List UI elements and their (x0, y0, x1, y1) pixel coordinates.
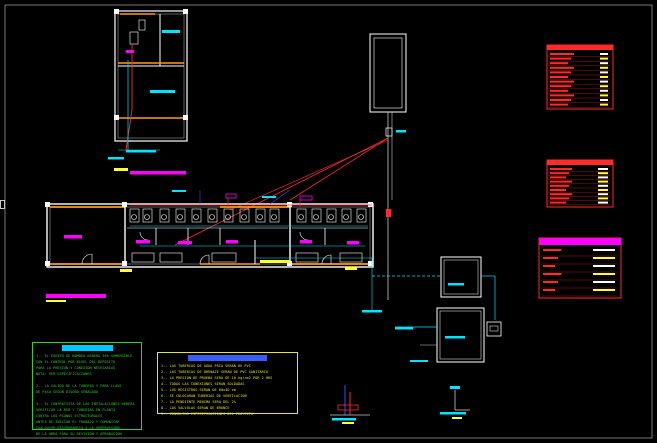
tank-details (362, 256, 502, 363)
table-row-symbol (598, 201, 608, 204)
table-row-label (550, 76, 568, 78)
table-row-symbol (600, 76, 608, 78)
table-row-label (550, 62, 568, 65)
note-line: 9.- CONSULTAR ESPECIFICACIONES DEL PROYE… (161, 412, 254, 416)
table-row-label (550, 168, 572, 170)
table-row-label (550, 89, 568, 92)
note-line: 2.- LAS TUBERIAS DE DRENAJE SERAN DE PVC… (161, 370, 269, 374)
table-row-symbol (598, 197, 608, 200)
table-row-label (550, 103, 568, 106)
table-row-symbol (598, 172, 608, 175)
note-line: VERIFICAR LA RED Y TUBERIAS EN PLANTA (36, 408, 116, 412)
table-row-symbol (598, 180, 608, 183)
table-row-symbol (600, 66, 608, 69)
upper-floor-plan (108, 9, 188, 175)
table-row-label (550, 71, 571, 74)
table-row-symbol (593, 265, 615, 267)
general-notes-box: 1.- EL EQUIPO DE BOMBEO DEBERA SER SUMER… (32, 342, 142, 436)
table-row-symbol (598, 189, 608, 191)
notes-title-bar (61, 345, 113, 351)
note-line: 6.- SE COLOCARAN TUBERIAS DE VENTILACION (161, 394, 247, 398)
toilet-fixture (129, 208, 367, 223)
table-row-symbol (598, 184, 608, 187)
table-row-label (550, 57, 571, 60)
note-line: 5.- LOS REGISTROS SERAN DE 60x40 cm (161, 388, 236, 392)
table-row-label (550, 176, 566, 179)
table-row-symbol (600, 85, 608, 88)
table-row-label (550, 197, 569, 200)
table-row-label (550, 85, 571, 88)
table-row-label (543, 273, 561, 275)
notes-list: 1.- EL EQUIPO DE BOMBEO DEBERA SER SUMER… (36, 353, 138, 437)
door-swing (81, 231, 332, 265)
table-row-symbol (600, 94, 608, 97)
table-row-label (550, 94, 574, 97)
note-line: 4.- TODAS LAS CONEXIONES SERAN SOLDADAS (161, 382, 245, 386)
table-row-label (543, 257, 558, 259)
specs-list: 1.- LAS TUBERIAS DE AGUA FRIA SERAN DE P… (161, 363, 294, 417)
sheet-edge-marker (0, 200, 5, 209)
table-row-symbol (593, 281, 615, 283)
table-row-label (550, 201, 566, 204)
table-row-symbol (600, 62, 608, 65)
table-row-label (550, 66, 574, 69)
note-line: 3.- LA PRESION DE PRUEBA SERA DE 10 kg/c… (161, 376, 273, 380)
table-row-label (550, 172, 569, 175)
note-line: NOTA: VER ESPECIFICACIONES (36, 372, 92, 376)
drawing-border (4, 4, 653, 439)
note-line: 1.- LAS TUBERIAS DE AGUA FRIA SERAN DE P… (161, 364, 251, 368)
note-line: CONTRA LOS PLANOS ESTRUCTURALES (36, 414, 103, 418)
table-row-symbol (593, 289, 615, 291)
table-row-label (550, 53, 574, 55)
note-line: 3.- EL CONTRATISTA DE LAS INSTALACIONES … (36, 402, 135, 406)
legend-table-1 (546, 44, 614, 110)
table-row-label (550, 189, 566, 191)
main-floor-plan (45, 189, 391, 310)
table-row-label (543, 281, 558, 283)
table-row-symbol (600, 99, 608, 101)
table-row-symbol (600, 57, 608, 60)
table-row-symbol (600, 103, 608, 106)
table-row-label (543, 249, 561, 251)
specifications-box: 1.- LAS TUBERIAS DE AGUA FRIA SERAN DE P… (157, 352, 298, 417)
legend-table-3 (538, 237, 622, 299)
note-line: 7.- LA PENDIENTE MINIMA SERA DEL 2% (161, 400, 236, 404)
elevation-detail (174, 33, 407, 300)
note-line: PARA LA PRESION Y CONEXION NECESARIAS (36, 366, 116, 370)
table-row-label (543, 289, 555, 291)
table-row-label (550, 184, 569, 187)
table-row-symbol (600, 71, 608, 74)
note-line: CON EL CONTROL POR NIVEL DEL DEPOSITO (36, 360, 116, 364)
table-row-label (550, 99, 571, 101)
note-line: CUALQUIER DISCREPANCIA A LA SUPERVISION (36, 426, 120, 430)
note-line: 1.- EL EQUIPO DE BOMBEO DEBERA SER SUMER… (36, 354, 133, 358)
specs-title-bar (187, 355, 268, 361)
note-line: DE PASO SEGUN DISEÑO SEÑALADO (36, 390, 99, 394)
table-row-symbol (598, 176, 608, 179)
table-row-symbol (593, 273, 615, 275)
table-row-symbol (600, 53, 608, 55)
table-row-symbol (593, 257, 615, 259)
table-row-label (550, 180, 572, 183)
table-row-label (550, 193, 572, 196)
note-line: 8.- LAS VALVULAS SERAN DE BRONCE (161, 406, 230, 410)
table-row-label (543, 265, 555, 267)
table-row-symbol (600, 80, 608, 83)
table-row-symbol (598, 168, 608, 170)
legend-table-2 (546, 159, 614, 208)
note-line: ANTES DE INICIAR EL TRABAJO Y COMUNICAR (36, 420, 120, 424)
pipe-riser (330, 385, 470, 424)
table-row-symbol (600, 89, 608, 92)
note-line: 2.- LA SALIDA DE LA TUBERIA Y PARA LLAVE (36, 384, 122, 388)
table-row-symbol (593, 249, 615, 251)
note-line: DE LA OBRA PARA SU REVISION Y APROBACION (36, 432, 122, 436)
table-row-label (550, 80, 574, 83)
table-row-symbol (598, 193, 608, 196)
